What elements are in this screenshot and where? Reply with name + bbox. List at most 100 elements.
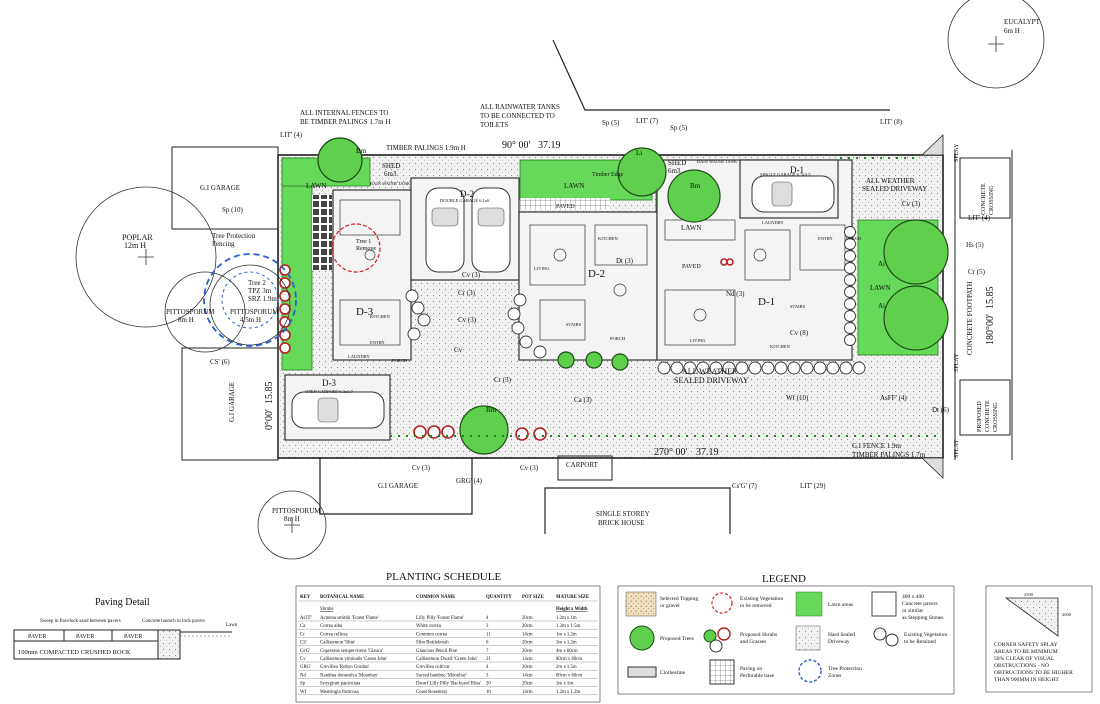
callout-lit-29: LIT' (29)	[800, 482, 826, 490]
tanks-note-1: ALL RAINWATER TANKS	[480, 103, 560, 111]
legend-shrub-swatch-1	[703, 629, 717, 643]
schedule-cell: 3	[486, 624, 489, 629]
splay-diagram	[1004, 597, 1059, 637]
callout-cv-3-right: Cv (3)	[902, 200, 921, 208]
schedule-group-note: Height x Width	[556, 607, 588, 612]
schedule-cell: Cv	[300, 657, 306, 662]
legend-topping-swatch	[625, 591, 657, 617]
legend-tree-swatch	[629, 625, 655, 651]
legend-retain-2: to be Retained	[904, 639, 936, 645]
callout-cr-5: Cr (5)	[968, 268, 986, 276]
red-shrub	[279, 277, 291, 289]
carport-outline	[557, 455, 613, 481]
paved-strip	[520, 198, 610, 210]
schedule-cell: 1.2m x 1.2m	[556, 690, 581, 695]
schedule-cell: 20	[486, 682, 491, 687]
legend-retain-swatch-2	[885, 633, 899, 647]
all-weather-top-1: ALL WEATHER	[866, 177, 915, 185]
red-shrub	[441, 425, 455, 439]
schedule-title: PLANTING SCHEDULE	[386, 571, 501, 583]
schedule-cell: Nd	[300, 673, 306, 678]
srz-circle	[221, 271, 279, 329]
legend-shrubs-2: and Grasses	[740, 639, 766, 645]
concrete-crossing-2: CROSSING	[989, 185, 995, 215]
hedge-shrub	[844, 310, 856, 322]
schedule-cell: Slim Bottlebrush	[416, 641, 449, 646]
tree-protection-2: Fencing	[212, 240, 235, 248]
street-crossing-top	[959, 157, 1011, 219]
schedule-cell: 20cm	[522, 624, 533, 629]
splay-line-3: 50% CLEAR OF VISUAL	[994, 656, 1055, 662]
paver-label-3: PAVER	[124, 634, 142, 640]
schedule-cell: Dwarf Lilly Pilly 'Backyard Bliss'	[416, 682, 481, 687]
pittosporum-b-1: PITTOSPORUM	[230, 308, 279, 316]
pittosporum-b-canopy	[209, 264, 291, 346]
entry-d3: ENTRY	[370, 340, 386, 345]
hedge-shrub	[787, 361, 801, 375]
pittosporum-a-canopy	[164, 271, 246, 353]
schedule-cell: Ca	[300, 624, 306, 629]
hedge-shrub	[670, 361, 684, 375]
legend-tpz-1: Tree Protection	[828, 666, 862, 672]
eucalypt-canopy	[947, 0, 1045, 89]
porch-d2: PORCH	[610, 336, 626, 341]
callout-cr-3-b: Cr (3)	[494, 376, 512, 384]
legend-tpz-swatch	[798, 659, 822, 683]
callout-sp-5b: Sp (5)	[670, 124, 688, 132]
d1-main: D-1	[758, 296, 775, 308]
callout-cs-6: CS' (6)	[210, 358, 230, 366]
red-shrub	[515, 427, 529, 441]
laundry-d3: LAUNDRY	[348, 354, 371, 359]
eucalypt-2: 6m H	[1004, 27, 1020, 35]
neighbour-garage-left	[171, 146, 279, 230]
legend-shrub-swatch-3	[709, 639, 723, 653]
schedule-cell: 3m x 1m	[556, 682, 573, 687]
tree-bm-3	[459, 405, 509, 455]
schedule-group: Shrubs	[320, 607, 333, 612]
paver-label-2: PAVER	[76, 634, 94, 640]
callout-sp-10: Sp (10)	[222, 206, 243, 214]
legend-hard-1: Hard Sealed	[828, 632, 855, 638]
paving-detail: Paving Detail Sweep in Pavelock sand bet…	[13, 597, 238, 660]
concrete-footpath: CONCRETE FOOTPATH	[966, 281, 974, 355]
schedule-cell: 2m x 1.5m	[556, 665, 577, 670]
neighbour-garage-bottom	[319, 458, 473, 515]
legend-clothesline-1: Clothesline	[660, 670, 686, 676]
paved-label-2: PAVED	[682, 264, 701, 270]
schedule-cell: 6	[486, 641, 489, 646]
schedule-cell: Callistemon 'Slim'	[320, 641, 355, 646]
tree-ai-1	[883, 219, 949, 285]
callout-ca-3: Ca (3)	[574, 396, 592, 404]
poplar-2: 12m H	[124, 241, 146, 250]
proposed-crossing-1: PROPOSED	[977, 401, 983, 432]
schedule-cell: Acmena smithii 'Forest Flame'	[320, 616, 379, 621]
open-carport: OPEN CARPORT 6.3x3.7	[305, 389, 354, 394]
all-weather-mid-1: ALL WEATHER	[682, 367, 738, 376]
schedule-cell: 20cm	[522, 665, 533, 670]
d3-building	[332, 189, 412, 361]
legend-perfpave-1: Paving on	[740, 666, 762, 672]
hedge-shrub	[852, 361, 866, 375]
schedule-cell: 1.2m x 1.5m	[556, 624, 581, 629]
eucalypt-centre	[988, 36, 1004, 52]
hedge-shrub	[722, 361, 736, 375]
hedge-shrub	[844, 226, 856, 238]
schedule-cell: 80cm x 60cm	[556, 657, 582, 662]
legend-tpz-2: Zones	[828, 673, 841, 679]
hedge-shrub	[839, 361, 853, 375]
splay-line-6: THAN 900MM IN HEIGHT	[994, 677, 1059, 683]
schedule-cell: 20cm	[522, 649, 533, 654]
width-right-len: 15.85	[985, 287, 996, 310]
pittosporum-c-1: PITTOSPORUM	[272, 507, 321, 515]
legend-remove-1: Existing Vegetation	[740, 596, 783, 602]
hedge-shrub	[411, 301, 425, 315]
splay-dim-b: 2000	[1062, 612, 1072, 617]
eucalypt-1: EUCALYPT	[1004, 18, 1041, 26]
stairs-d2: STAIRS	[566, 322, 582, 327]
d2-top: D-2	[460, 189, 474, 199]
splay-bottom	[921, 457, 944, 479]
red-shrub	[279, 290, 291, 302]
splay-line-2: AREAS TO BE MINIMUM	[994, 649, 1058, 655]
shed-left-1: SHED	[382, 162, 400, 170]
single-storey-1: SINGLE STOREY	[596, 510, 650, 518]
